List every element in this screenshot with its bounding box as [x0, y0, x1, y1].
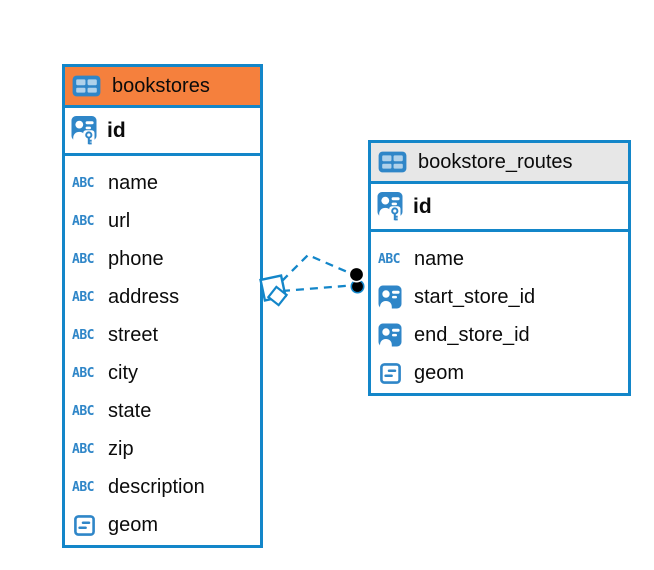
- foreign-key-icon: [378, 285, 408, 309]
- column-name: id: [413, 194, 432, 218]
- column-name: geom: [414, 361, 465, 384]
- column-name: geom: [108, 513, 159, 536]
- text-type-icon: ABC: [72, 251, 94, 267]
- column-row[interactable]: ABC description: [65, 468, 260, 506]
- relationship-line[interactable]: [281, 253, 353, 282]
- table-icon: [72, 75, 105, 97]
- geometry-type-icon: [72, 515, 102, 536]
- entity-bookstore-routes[interactable]: bookstore_routes id ABC name start_store…: [368, 140, 631, 396]
- column-row[interactable]: ABC url: [65, 202, 260, 240]
- column-name: street: [108, 323, 159, 346]
- table-title: bookstores: [112, 74, 210, 97]
- primary-key-row[interactable]: id: [371, 184, 628, 232]
- column-list: ABC name start_store_id end_store_id ge: [371, 232, 628, 392]
- text-type-icon: ABC: [72, 441, 94, 457]
- table-header-bookstores[interactable]: bookstores: [65, 67, 260, 108]
- column-row[interactable]: ABC zip: [65, 430, 260, 468]
- column-name: state: [108, 399, 152, 422]
- column-name: phone: [108, 247, 164, 270]
- column-name: name: [414, 247, 465, 270]
- column-row[interactable]: ABC city: [65, 354, 260, 392]
- geometry-type-icon: [378, 363, 408, 384]
- column-name: start_store_id: [414, 285, 536, 308]
- text-type-icon: ABC: [72, 175, 94, 191]
- relationship-line[interactable]: [281, 284, 352, 293]
- text-type-icon: ABC: [72, 327, 94, 343]
- table-header-bookstore-routes[interactable]: bookstore_routes: [371, 143, 628, 184]
- primary-key-icon: [377, 191, 407, 222]
- text-type-icon: ABC: [72, 213, 94, 229]
- column-row[interactable]: geom: [65, 506, 260, 544]
- text-type-icon: ABC: [72, 479, 94, 495]
- column-list: ABC name ABC url ABC phone ABC address A…: [65, 156, 260, 544]
- column-name: zip: [108, 437, 134, 460]
- text-type-icon: ABC: [72, 289, 94, 305]
- primary-key-icon: [71, 115, 101, 146]
- column-row[interactable]: ABC phone: [65, 240, 260, 278]
- text-type-icon: ABC: [72, 365, 94, 381]
- column-row[interactable]: end_store_id: [371, 316, 628, 354]
- table-icon: [378, 151, 411, 173]
- foreign-key-icon: [378, 323, 408, 347]
- text-type-icon: ABC: [72, 403, 94, 419]
- column-name: description: [108, 475, 205, 498]
- column-name: url: [108, 209, 131, 232]
- column-name: end_store_id: [414, 323, 530, 346]
- primary-key-row[interactable]: id: [65, 108, 260, 156]
- column-name: id: [107, 118, 126, 142]
- column-row[interactable]: ABC name: [371, 240, 628, 278]
- column-row[interactable]: ABC name: [65, 164, 260, 202]
- relationship-target-marker[interactable]: [348, 266, 365, 294]
- text-type-icon: ABC: [378, 251, 400, 267]
- column-row[interactable]: start_store_id: [371, 278, 628, 316]
- column-row[interactable]: ABC street: [65, 316, 260, 354]
- column-name: city: [108, 361, 138, 384]
- column-name: address: [108, 285, 180, 308]
- relationship-source-marker[interactable]: [259, 274, 289, 307]
- column-name: name: [108, 171, 159, 194]
- column-row[interactable]: ABC state: [65, 392, 260, 430]
- entity-bookstores[interactable]: bookstores id ABC name ABC url ABC phone…: [62, 64, 263, 548]
- table-title: bookstore_routes: [418, 150, 573, 173]
- column-row[interactable]: ABC address: [65, 278, 260, 316]
- column-row[interactable]: geom: [371, 354, 628, 392]
